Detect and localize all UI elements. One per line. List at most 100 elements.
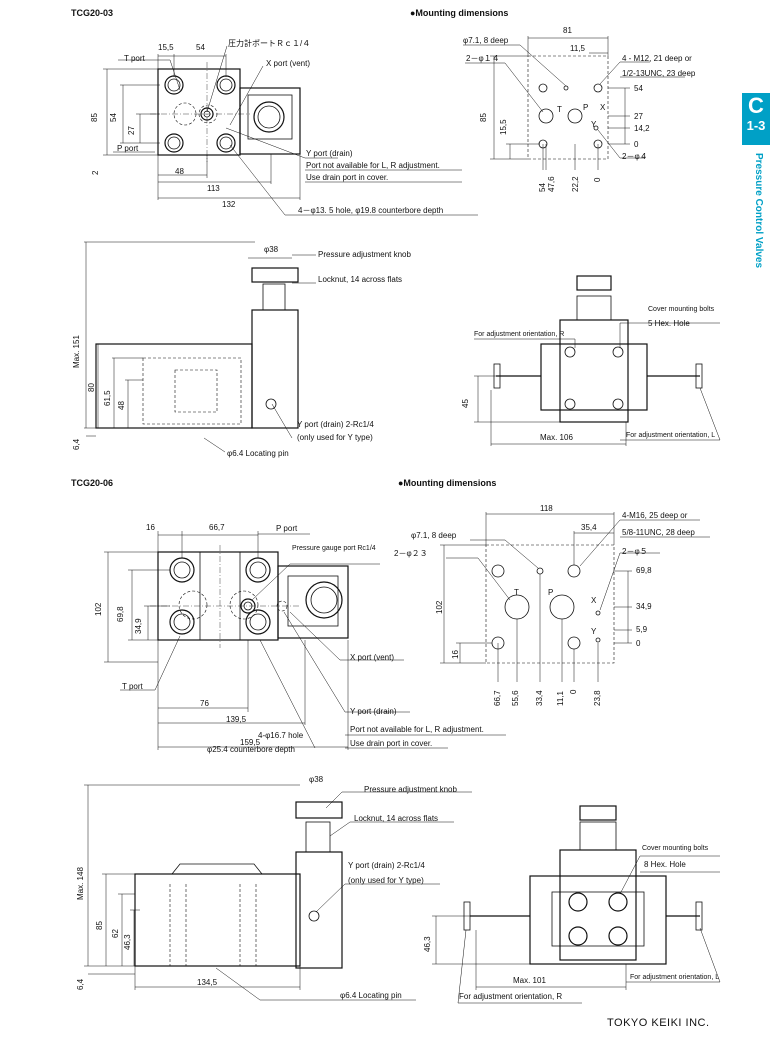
dim-139-5: 139,5 (226, 715, 247, 724)
mount-06-view (440, 512, 710, 682)
phi-23-06: 2－φ２３ (394, 549, 428, 558)
section-code-box: C 1-3 (742, 93, 770, 145)
hole-06-2: φ25.4 counterbore depth (207, 745, 295, 754)
hex-hole-06: 8 Hex. Hole (644, 860, 686, 869)
dim-45: 45 (461, 399, 470, 408)
y-drain-label: Y port (drain) (306, 149, 353, 158)
v-34-9: 34,9 (636, 602, 652, 611)
company-name: TOKYO KEIKI INC. (607, 1017, 710, 1029)
m12-label-a: 4 - M12, 21 deep or (622, 54, 692, 63)
y-drain-side-06: Y port (drain) 2-Rc1/4 (348, 861, 425, 870)
orient-r-03: For adjustment orientation, R (474, 331, 565, 338)
phi-38-06: φ38 (309, 775, 324, 784)
knob-label: Pressure adjustment knob (318, 250, 411, 259)
dim-61-5: 61,5 (103, 390, 112, 406)
tcg20-06-top-view (104, 531, 506, 750)
orient-l-06: For adjustment orientation, L (630, 974, 720, 981)
x-0-06: 0 (569, 689, 578, 694)
dim-16: 16 (146, 523, 155, 532)
dim-118: 118 (540, 504, 553, 513)
p-port-label: P port (117, 144, 139, 153)
x-22-2: 22,2 (571, 176, 580, 192)
section-code-number: 1-3 (746, 118, 766, 133)
phi-71-06: φ7.1, 8 deep (411, 531, 457, 540)
dim-48: 48 (175, 167, 184, 176)
dim-85: 85 (90, 113, 99, 122)
port-t-06: T (514, 588, 519, 597)
dim-113: 113 (207, 184, 220, 193)
cover-bolts-06: Cover mounting bolts (642, 845, 709, 852)
dim-102-m: 102 (435, 600, 444, 614)
x-33-4: 33,4 (535, 690, 544, 706)
x-47-6: 47,6 (547, 176, 556, 192)
dim-46-3: 46,3 (123, 934, 132, 950)
section-tab: C 1-3 Pressure Control Valves (742, 93, 770, 313)
v-14-2: 14,2 (634, 124, 650, 133)
orient-r-06: For adjustment orientation, R (459, 992, 563, 1001)
dim-15-5-m: 15,5 (499, 119, 508, 135)
p-port-06: P port (276, 524, 298, 533)
tcg20-03-top-view (103, 45, 478, 216)
dim-6-4-06: 6,4 (76, 978, 85, 990)
y-note-1: Port not available for L, R adjustment. (306, 161, 440, 170)
m16-b: 5/8-11UNC, 28 deep (622, 528, 695, 537)
dim-159-5: 159,5 (240, 738, 261, 747)
dim-6-4: 6,4 (72, 438, 81, 450)
t-port-06: T port (122, 682, 143, 691)
x-23-8: 23,8 (593, 690, 602, 706)
v-0: 0 (634, 140, 639, 149)
section-tab-label: Pressure Control Valves (753, 153, 764, 269)
dim-132: 132 (222, 200, 236, 209)
section-title-tcg20-03: TCG20-03 (71, 8, 114, 18)
dim-11-5: 11,5 (570, 44, 585, 53)
tcg20-06-side-view (84, 784, 472, 1001)
dim-16-m: 16 (451, 650, 460, 659)
dim-max-151: Max. 151 (72, 335, 81, 368)
hole-label: 4－φ13. 5 hole, φ19.8 counterbore depth (298, 206, 444, 215)
dim-102: 102 (94, 602, 103, 616)
dim-27: 27 (127, 126, 136, 135)
dim-134-5: 134,5 (197, 978, 218, 987)
y-drain-06: Y port (drain) (350, 707, 397, 716)
y-note-2: Use drain port in cover. (306, 173, 389, 182)
tcg20-03-front-view (474, 275, 721, 446)
dim-46-3-f: 46,3 (423, 936, 432, 952)
port-p: P (583, 103, 589, 112)
x-55-6: 55,6 (511, 690, 520, 706)
x-0: 0 (593, 177, 602, 182)
port-x: X (600, 103, 606, 112)
v-27: 27 (634, 112, 643, 121)
port-y-06: Y (591, 627, 597, 636)
dim-35-4: 35,4 (581, 523, 597, 532)
dim-81: 81 (563, 26, 572, 35)
dim-34-9: 34,9 (134, 618, 143, 634)
locknut-label: Locknut, 14 across flats (318, 275, 403, 284)
phi-4-label: 2－φ４ (622, 152, 648, 161)
port-p-06: P (548, 588, 554, 597)
loc-pin-06: φ6.4 Locating pin (340, 991, 402, 1000)
x-66-7: 66,7 (493, 690, 502, 706)
max-148: Max. 148 (76, 867, 85, 900)
dim-2: 2 (91, 170, 100, 175)
dim-85-s6: 85 (95, 921, 104, 930)
tcg20-03-side-view (84, 241, 316, 453)
hole-06-1: 4-φ16.7 hole (258, 731, 304, 740)
y-note1-06: Port not available for L, R adjustment. (350, 725, 484, 734)
dim-48-s: 48 (117, 401, 126, 410)
locknut-06: Locknut, 14 across flats (354, 814, 439, 823)
section-title-tcg20-06: TCG20-06 (71, 478, 114, 488)
v-0-06: 0 (636, 639, 641, 648)
phi-7-1-label: φ7.1, 8 deep (463, 36, 509, 45)
dim-54-v: 54 (109, 113, 118, 122)
port-x-06: X (591, 596, 597, 605)
v-54: 54 (634, 84, 643, 93)
mount-title-03: ●Mounting dimensions (410, 8, 509, 18)
mount-03-view (463, 36, 685, 170)
gauge-port-label: 圧力計ポートＲｃ１/４ (228, 39, 311, 48)
v-69-8: 69,8 (636, 566, 652, 575)
dim-62: 62 (111, 929, 120, 938)
phi-38: φ38 (264, 245, 279, 254)
x-11-1: 11,1 (556, 691, 565, 706)
dim-85-m: 85 (479, 113, 488, 122)
dim-54: 54 (196, 43, 205, 52)
